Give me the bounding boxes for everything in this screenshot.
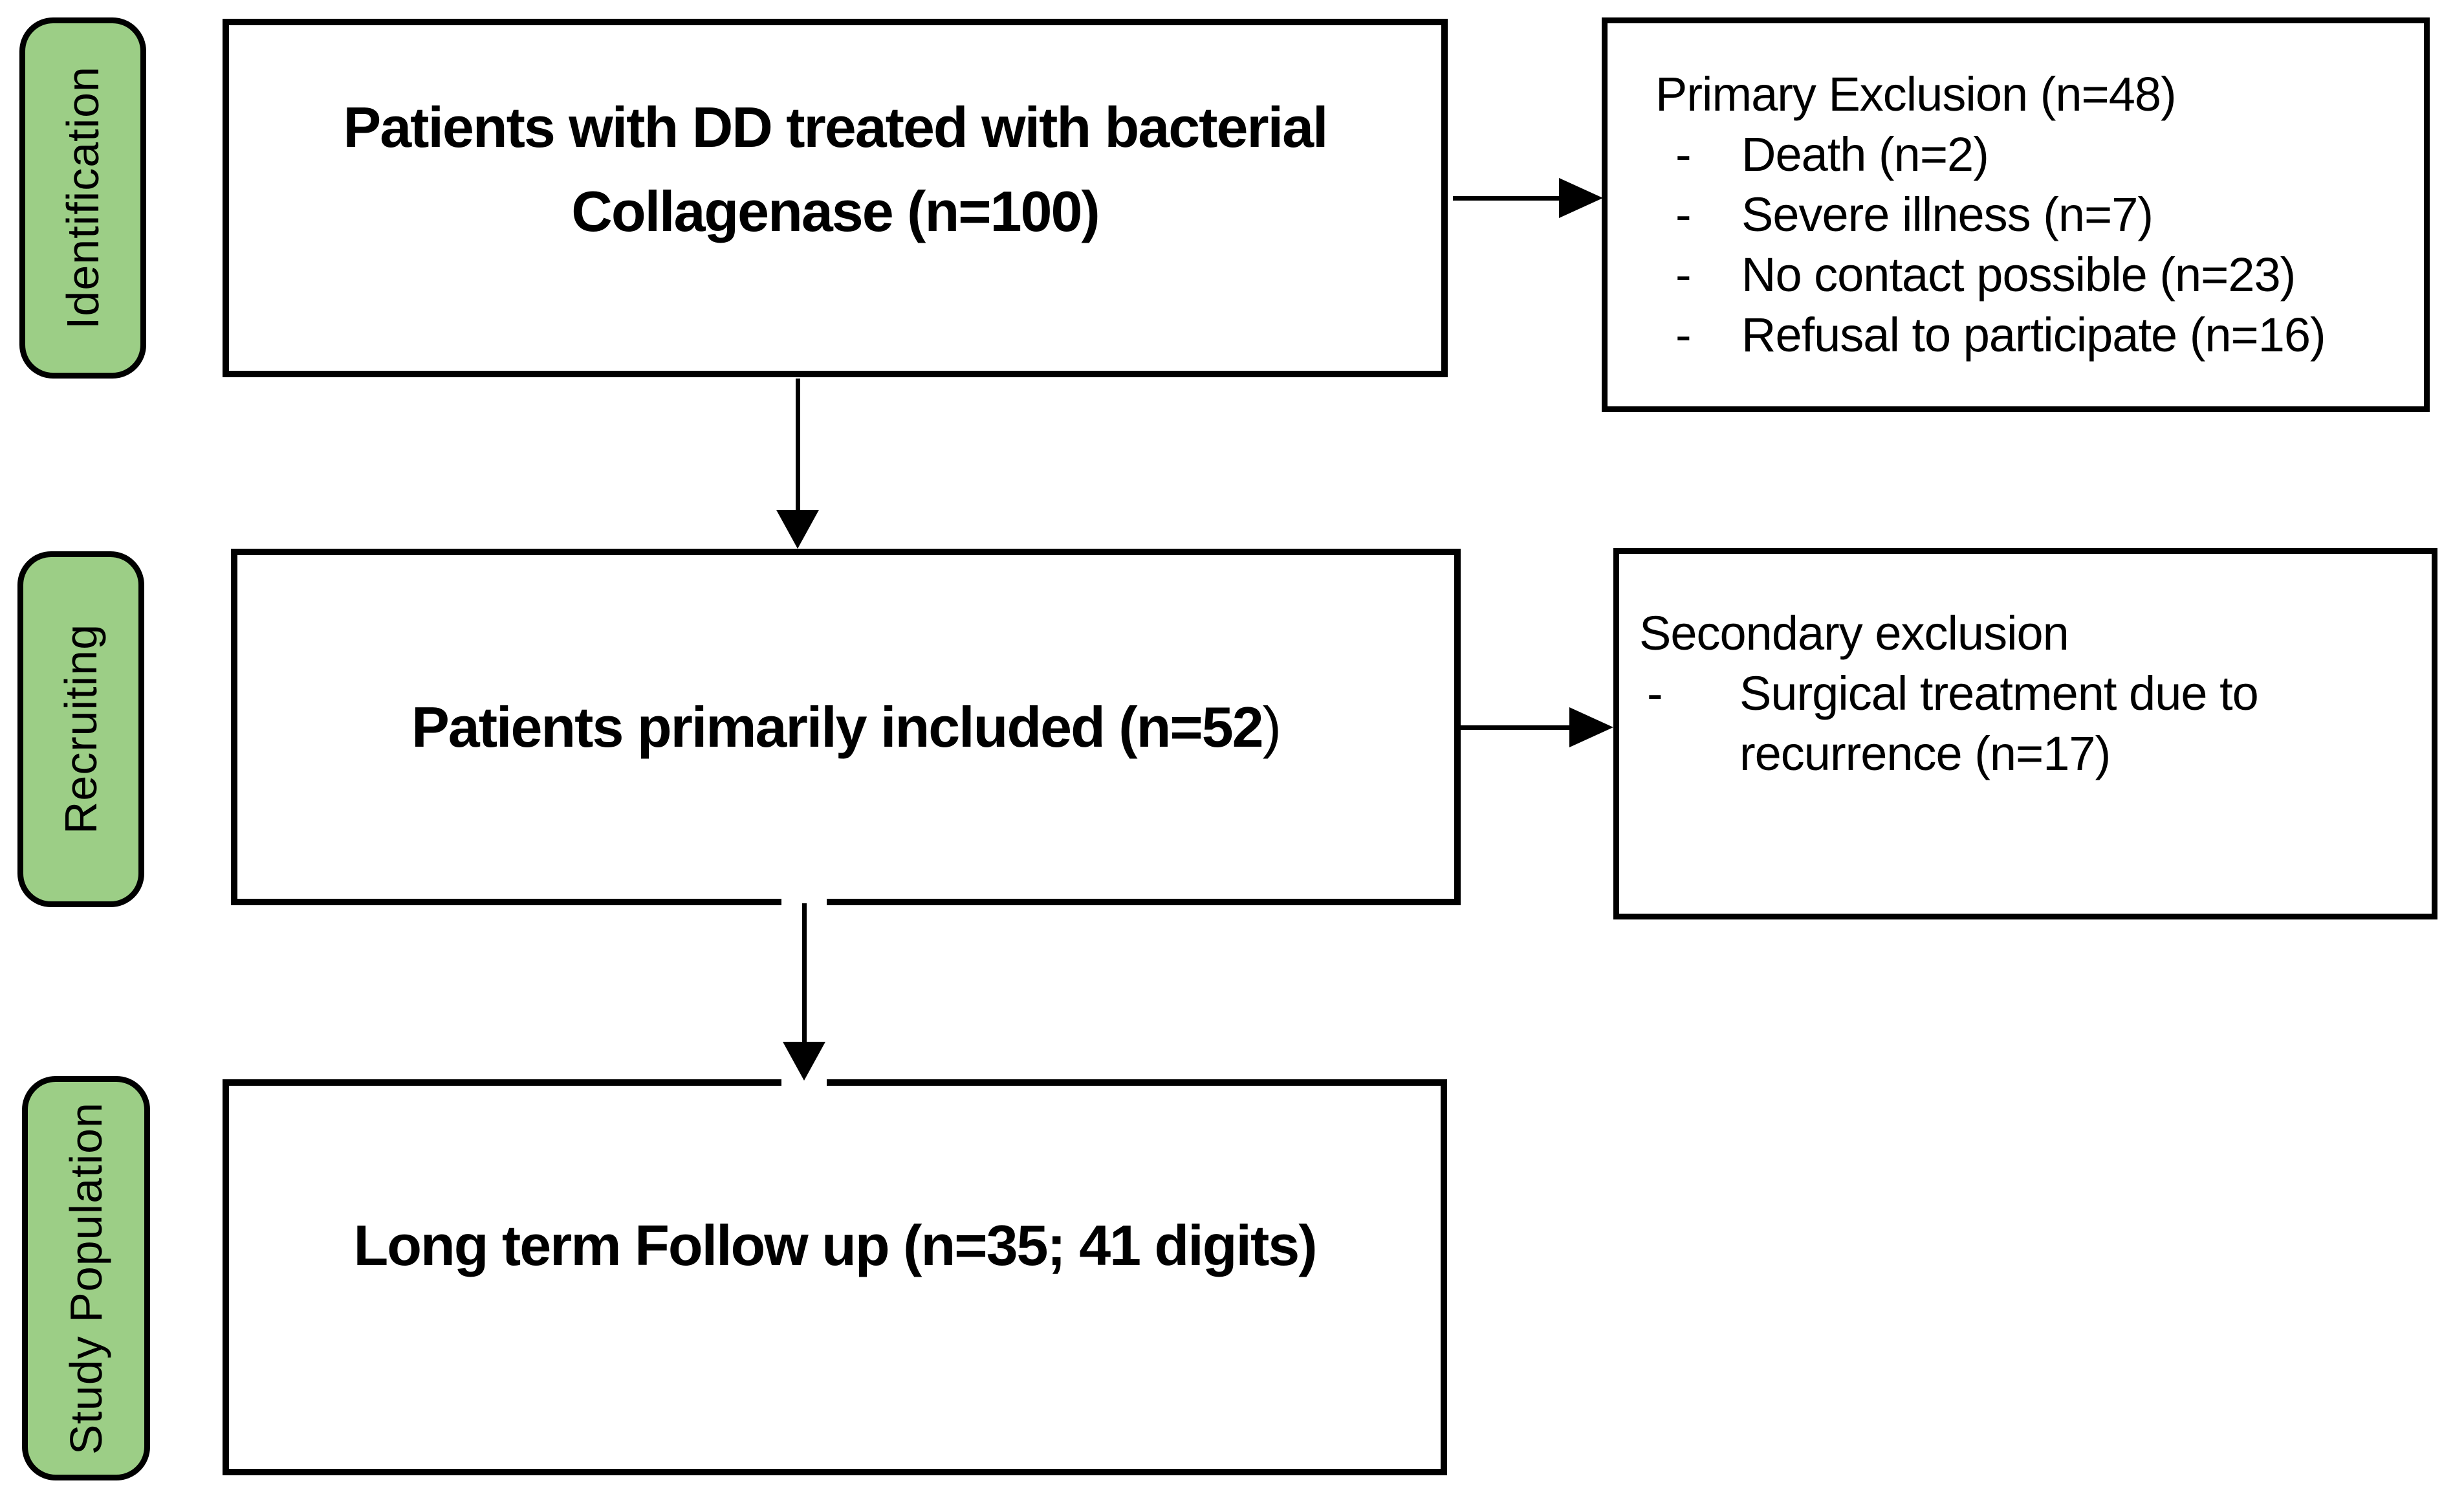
- stage-identification-label: Identification: [58, 66, 108, 330]
- arrow-line-to-secondary-exclusion: [1459, 725, 1573, 730]
- recruiting-box-text: Patients primarily included (n=52): [411, 685, 1281, 769]
- border-gap: [781, 897, 827, 907]
- identification-box: Patients with DD treated with bacterial …: [223, 19, 1448, 377]
- arrow-line-identification-to-recruiting: [796, 379, 800, 511]
- primary-exclusion-item-4: Refusal to participate (n=16): [1741, 308, 2326, 362]
- recruiting-box-closing-paren: ): [1262, 694, 1281, 759]
- recruiting-box: Patients primarily included (n=52): [231, 549, 1461, 905]
- recruiting-box-text-bold: Patients primarily included (n=52: [411, 694, 1264, 759]
- dash-bullet: -: [1675, 127, 1692, 181]
- arrow-right-icon: [1559, 178, 1603, 218]
- list-item: - Surgical treatment due to recurrence (…: [1639, 663, 2412, 784]
- arrow-line-recruiting-to-study-population: [802, 903, 807, 1043]
- arrow-down-icon: [776, 510, 819, 549]
- primary-exclusion-title: Primary Exclusion (n=48): [1655, 67, 2177, 121]
- secondary-exclusion-box: Secondary exclusion - Surgical treatment…: [1613, 548, 2437, 919]
- primary-exclusion-item-1: Death (n=2): [1741, 127, 1989, 181]
- primary-exclusion-item-2: Severe illness (n=7): [1741, 188, 2153, 241]
- dash-bullet: -: [1675, 248, 1692, 302]
- primary-exclusion-box: Primary Exclusion (n=48) - Death (n=2) -…: [1602, 17, 2430, 412]
- dash-bullet: -: [1675, 188, 1692, 241]
- arrow-right-icon: [1569, 707, 1613, 747]
- arrow-down-icon: [783, 1042, 825, 1081]
- dash-bullet: -: [1647, 666, 1663, 720]
- dash-bullet: -: [1675, 308, 1692, 362]
- stage-study-population: Study Population: [22, 1076, 150, 1480]
- secondary-exclusion-title: Secondary exclusion: [1639, 606, 2069, 660]
- identification-box-line1: Patients with DD treated with bacterial: [343, 95, 1329, 159]
- arrow-line-to-primary-exclusion: [1453, 196, 1563, 201]
- identification-box-line2: Collagenase (n=100): [571, 179, 1100, 243]
- study-population-box-text: Long term Follow up (n=35; 41 digits): [353, 1213, 1317, 1277]
- study-population-box: Long term Follow up (n=35; 41 digits): [223, 1079, 1447, 1475]
- list-item: - Refusal to participate (n=16): [1655, 305, 2404, 365]
- secondary-exclusion-item-1: Surgical treatment due to recurrence (n=…: [1739, 666, 2259, 780]
- stage-identification: Identification: [19, 17, 146, 379]
- list-item: - Death (n=2): [1655, 124, 2404, 184]
- list-item: - Severe illness (n=7): [1655, 184, 2404, 245]
- stage-study-population-label: Study Population: [61, 1101, 111, 1455]
- list-item: - No contact possible (n=23): [1655, 245, 2404, 305]
- stage-recruiting: Recruiting: [17, 551, 144, 907]
- primary-exclusion-item-3: No contact possible (n=23): [1741, 248, 2296, 302]
- stage-recruiting-label: Recruiting: [56, 624, 106, 835]
